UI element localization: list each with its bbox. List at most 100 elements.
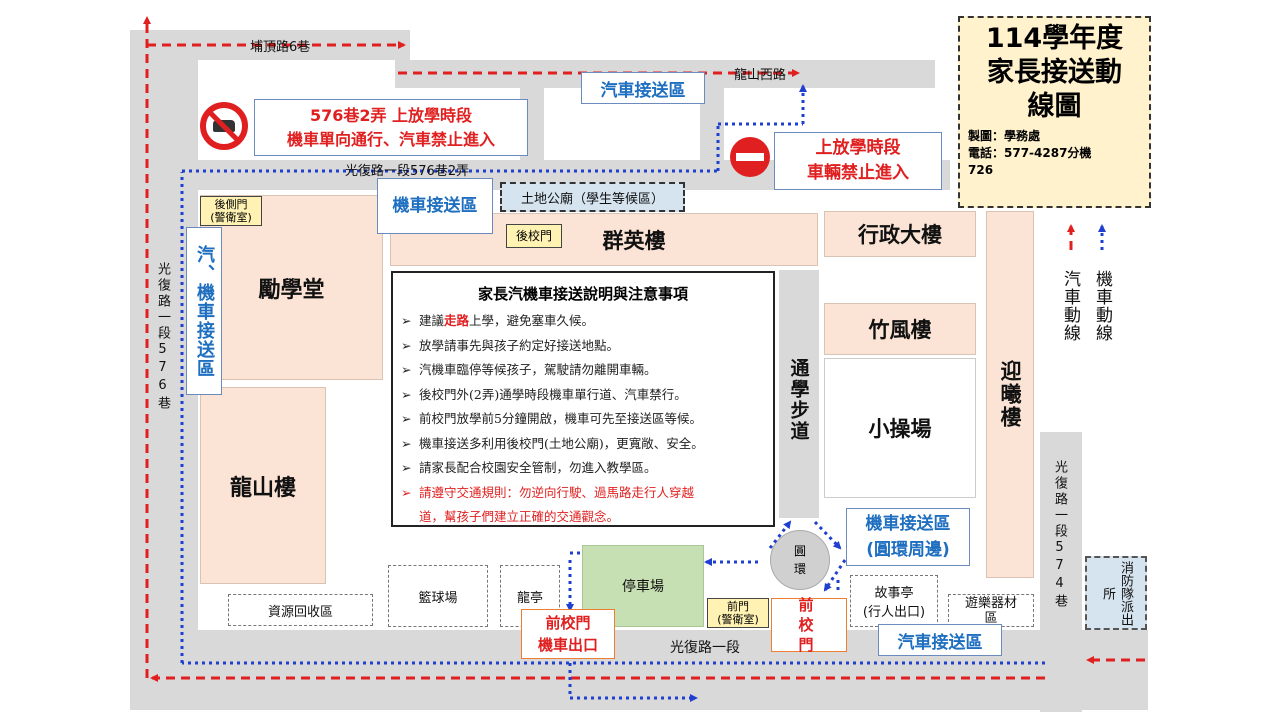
fire-station: 消防隊派出所 bbox=[1085, 556, 1147, 630]
building-qunying-label: 群英樓 bbox=[602, 228, 666, 253]
playground-small: 小操場 bbox=[824, 358, 976, 498]
road-label-puding: 埔頂路6巷 bbox=[250, 40, 311, 55]
legend-car: 汽車動線 bbox=[1060, 270, 1080, 342]
moto-zone-top-callout: 機車接送區 bbox=[377, 178, 493, 234]
title-phone: 電話：577-4287分機 bbox=[968, 146, 1092, 160]
road-label-576-vertical: 光復路一段576巷 bbox=[155, 262, 170, 412]
basketball-court: 籃球場 bbox=[388, 565, 488, 627]
lane-warning-callout: 576巷2弄 上放學時段 機車單向通行、汽車禁止進入 bbox=[254, 99, 528, 156]
note-1-em: 走路 bbox=[444, 313, 470, 328]
road-label-574-vertical: 光復路一段574巷 bbox=[1052, 460, 1067, 610]
car-zone-top-label: 汽車接送區 bbox=[600, 80, 686, 101]
temple-waiting-area-label: 土地公廟（學生等候區） bbox=[520, 191, 664, 207]
building-zhufeng-label: 竹風樓 bbox=[868, 318, 932, 342]
playground-equipment: 遊樂器材區 bbox=[948, 594, 1034, 627]
walkway-text: 通學步道 bbox=[787, 358, 810, 442]
note-bullet-icon: ➢ bbox=[401, 313, 412, 328]
roundabout: 圓環 bbox=[770, 530, 830, 590]
no-entry-bar bbox=[736, 153, 764, 161]
note-4-text: 後校門外(2弄)通學時段機車單行道、汽車禁行。 bbox=[419, 386, 687, 402]
side-gate-label-1: 後側門 bbox=[214, 198, 248, 211]
front-gate-label: 前校門 bbox=[798, 596, 820, 654]
road-walkway bbox=[779, 270, 819, 518]
note-item-8: ➢ 請遵守交通規則：勿逆向行駛、過馬路走行人穿越 bbox=[401, 481, 765, 506]
note-bullet-icon: ➢ bbox=[401, 460, 412, 475]
story-pavilion: 故事亭(行人出口) bbox=[850, 575, 938, 627]
building-lixue-label: 勵學堂 bbox=[258, 277, 325, 303]
front-gate-moto-exit-callout: 前校門 機車出口 bbox=[521, 609, 615, 659]
note-bullet-icon: ➢ bbox=[401, 386, 412, 402]
temple-waiting-area: 土地公廟（學生等候區） bbox=[500, 182, 685, 212]
note-item-1: ➢ 建議走路上學，避免塞車久候。 bbox=[401, 309, 765, 334]
no-entry-line-2: 車輛禁止進入 bbox=[807, 163, 909, 183]
walkway-label: 通學步道 bbox=[784, 350, 814, 450]
front-gate-guard: 前門(警衛室) bbox=[707, 598, 769, 628]
note-7-text: 請家長配合校園安全管制，勿進入教學區。 bbox=[419, 460, 657, 475]
moto-roundabout-line-1: 機車接送區 bbox=[865, 514, 951, 534]
title-line-1: 114學年度 bbox=[985, 23, 1124, 54]
no-entry-line-1: 上放學時段 bbox=[815, 138, 901, 158]
front-gate-moto-line-2: 機車出口 bbox=[537, 636, 598, 654]
moto-route-roundabout-right bbox=[813, 520, 842, 550]
car-moto-left-callout: 汽、機車接送區 bbox=[186, 227, 222, 395]
car-zone-top-callout: 汽車接送區 bbox=[581, 72, 705, 104]
note-bullet-icon: ➢ bbox=[401, 411, 412, 426]
road-label-longshan-west: 龍山西路 bbox=[734, 68, 787, 83]
title-line-3: 線圖 bbox=[1027, 91, 1082, 122]
building-longshan-label: 龍山樓 bbox=[229, 475, 296, 501]
note-item-3: ➢汽機車臨停等候孩子，駕駛請勿離開車輛。 bbox=[401, 358, 765, 383]
playground-equipment-label-2: 區 bbox=[984, 610, 998, 626]
note-1-pre: 建議 bbox=[419, 313, 445, 328]
playground-equipment-label-1: 遊樂器材 bbox=[964, 595, 1017, 611]
note-item-7: ➢ 請家長配合校園安全管制，勿進入教學區。 bbox=[401, 456, 765, 481]
moto-zone-top-label: 機車接送區 bbox=[392, 196, 478, 216]
moto-route-roundabout-in bbox=[768, 520, 792, 549]
front-gate-moto-line-1: 前校門 bbox=[545, 614, 591, 632]
road-label-guangfu-sec1: 光復路一段 bbox=[670, 640, 740, 656]
note-item-2: ➢放學請事先與孩子約定好接送地點。 bbox=[401, 334, 765, 359]
lane-warning-line-2: 機車單向通行、汽車禁止進入 bbox=[286, 129, 495, 149]
car-zone-bottom-label: 汽車接送區 bbox=[897, 632, 983, 653]
car-zone-bottom-callout: 汽車接送區 bbox=[878, 624, 1002, 656]
roundabout-label-2: 環 bbox=[793, 562, 806, 576]
title-ext: 726 bbox=[968, 163, 994, 177]
front-gate-guard-label-2: (警衛室) bbox=[717, 613, 759, 626]
building-yingxi-label: 迎曦樓 bbox=[998, 360, 1022, 429]
note-8-line-2: 道，幫孩子們建立正確的交通觀念。 bbox=[419, 509, 620, 524]
lane-warning-line-1: 576巷2弄 上放學時段 bbox=[309, 105, 473, 125]
building-admin-label: 行政大樓 bbox=[858, 223, 942, 247]
note-item-5: ➢前校門放學前5分鐘開啟，機車可先至接送區等候。 bbox=[401, 407, 765, 432]
back-gate: 後校門 bbox=[506, 224, 562, 248]
moto-roundabout-line-2: (圓環周邊) bbox=[866, 540, 950, 560]
title-box: 114學年度 家長接送動 線圖 製圖：學務處 電話：577-4287分機 726 bbox=[958, 16, 1151, 208]
notes-panel: 家長汽機車接送說明與注意事項 ➢建議走路上學，避免塞車久候。 ➢放學請事先與孩子… bbox=[391, 271, 775, 527]
story-pavilion-label-2: (行人出口) bbox=[862, 605, 926, 620]
note-8-line-1: 請遵守交通規則：勿逆向行駛、過馬路走行人穿越 bbox=[419, 484, 695, 500]
note-bullet-icon: ➢ bbox=[401, 435, 412, 451]
moto-roundabout-callout: 機車接送區 (圓環周邊) bbox=[846, 508, 970, 566]
road-label-576-2: 光復路一段576巷2弄 bbox=[345, 164, 470, 179]
prohibit-slash bbox=[206, 108, 242, 144]
recycle-area-label: 資源回收區 bbox=[267, 604, 333, 620]
recycle-area: 資源回收區 bbox=[228, 594, 373, 626]
longting-pavilion-label: 龍亭 bbox=[516, 590, 543, 606]
building-admin: 行政大樓 bbox=[824, 211, 976, 257]
note-item-4: ➢ 後校門外(2弄)通學時段機車單行道、汽車禁行。 bbox=[401, 383, 765, 408]
no-entry-icon bbox=[730, 137, 770, 177]
note-bullet-icon: ➢ bbox=[401, 484, 412, 500]
note-item-6: ➢機車接送多利用後校門(土地公廟)，更寬敞、安全。 bbox=[401, 432, 765, 457]
basketball-court-label: 籃球場 bbox=[418, 590, 458, 606]
no-entry-callout: 上放學時段 車輛禁止進入 bbox=[774, 132, 942, 190]
car-moto-left-label: 汽、機車接送區 bbox=[194, 244, 215, 378]
note-1-post: 上學，避免塞車久候。 bbox=[469, 313, 595, 328]
roundabout-label-1: 圓 bbox=[793, 544, 806, 558]
back-gate-label: 後校門 bbox=[515, 228, 552, 243]
note-bullet-icon: ➢ bbox=[401, 362, 412, 377]
title-maker: 製圖：學務處 bbox=[968, 129, 1041, 143]
building-yingxi: 迎曦樓 bbox=[986, 211, 1034, 578]
front-gate-callout: 前校門 bbox=[771, 596, 847, 654]
building-zhufeng: 竹風樓 bbox=[824, 303, 976, 355]
side-gate: 後側門(警衛室) bbox=[200, 196, 262, 226]
side-gate-label-2: (警衛室) bbox=[210, 211, 252, 224]
legend-moto: 機車動線 bbox=[1092, 270, 1112, 342]
